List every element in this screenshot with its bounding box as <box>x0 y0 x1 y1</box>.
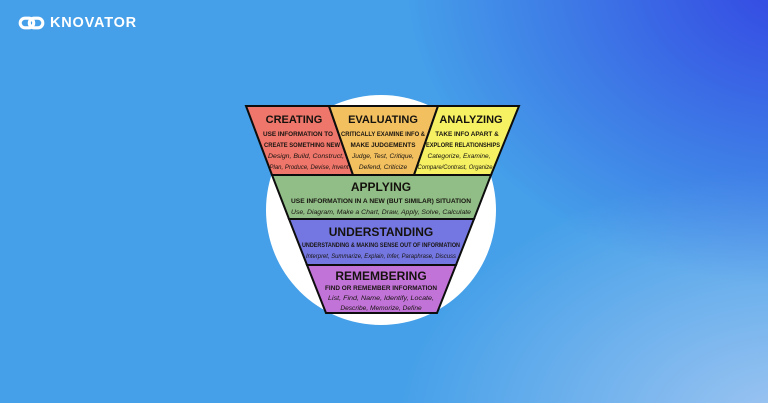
level-creating-verbs-line2: Plan, Produce, Devise, Invent <box>270 164 350 171</box>
level-creating-verbs-line1: Design, Build, Construct, <box>268 153 344 160</box>
level-analyzing-title: ANALYZING <box>439 114 502 126</box>
level-analyzing: ANALYZING TAKE INFO APART & EXPLORE RELA… <box>412 105 521 176</box>
level-remembering-shape <box>305 264 458 314</box>
level-understanding-title: UNDERSTANDING <box>329 225 433 239</box>
level-creating: CREATING USE INFORMATION TO CREATE SOMET… <box>244 105 355 176</box>
level-evaluating-desc-line1: CRITICALLY EXAMINE INFO & <box>341 131 425 138</box>
level-understanding-desc-line1: UNDERSTANDING & MAKING SENSE OUT OF INFO… <box>302 242 460 249</box>
level-applying-verbs-line1: Use, Diagram, Make a Chart, Draw, Apply,… <box>291 209 471 216</box>
level-applying: APPLYING USE INFORMATION IN A NEW (BUT S… <box>270 174 493 220</box>
level-evaluating-desc-line2: MAKE JUDGEMENTS <box>351 142 417 149</box>
level-remembering-desc-line1: FIND OR REMEMBER INFORMATION <box>325 285 437 292</box>
level-evaluating-title: EVALUATING <box>348 114 418 126</box>
level-creating-desc-line1: USE INFORMATION TO <box>263 131 333 138</box>
level-analyzing-desc-line2: EXPLORE RELATIONSHIPS <box>426 142 501 149</box>
level-analyzing-desc-line1: TAKE INFO APART & <box>435 131 499 138</box>
level-evaluating: EVALUATING CRITICALLY EXAMINE INFO & MAK… <box>327 105 440 176</box>
logo-text: KNOVATOR <box>50 15 137 31</box>
level-understanding: UNDERSTANDING UNDERSTANDING & MAKING SEN… <box>287 218 476 266</box>
level-applying-title: APPLYING <box>351 180 411 194</box>
infinity-link-icon <box>18 16 45 30</box>
knovator-logo: KNOVATOR <box>18 14 137 32</box>
level-evaluating-verbs-line1: Judge, Test, Critique, <box>351 153 414 160</box>
level-understanding-verbs-line1: Interpret, Summarize, Explain, Infer, Pa… <box>306 253 457 260</box>
level-analyzing-verbs-line1: Categorize, Examine, <box>427 153 490 160</box>
level-applying-desc-line1: USE INFORMATION IN A NEW (BUT SIMILAR) S… <box>291 198 471 205</box>
level-remembering-verbs-line1: List, Find, Name, Identify, Locate, <box>328 295 434 302</box>
level-remembering-verbs-line2: Describe, Memorize, Define <box>340 305 422 312</box>
level-creating-desc-line2: CREATE SOMETHING NEW <box>264 142 341 149</box>
level-remembering: REMEMBERING FIND OR REMEMBER INFORMATION… <box>305 264 458 314</box>
level-evaluating-verbs-line2: Defend, Criticize <box>359 164 408 171</box>
level-creating-title: CREATING <box>266 114 323 126</box>
level-remembering-title: REMEMBERING <box>335 269 426 283</box>
level-analyzing-verbs-line2: Compare/Contrast, Organize <box>418 164 493 171</box>
